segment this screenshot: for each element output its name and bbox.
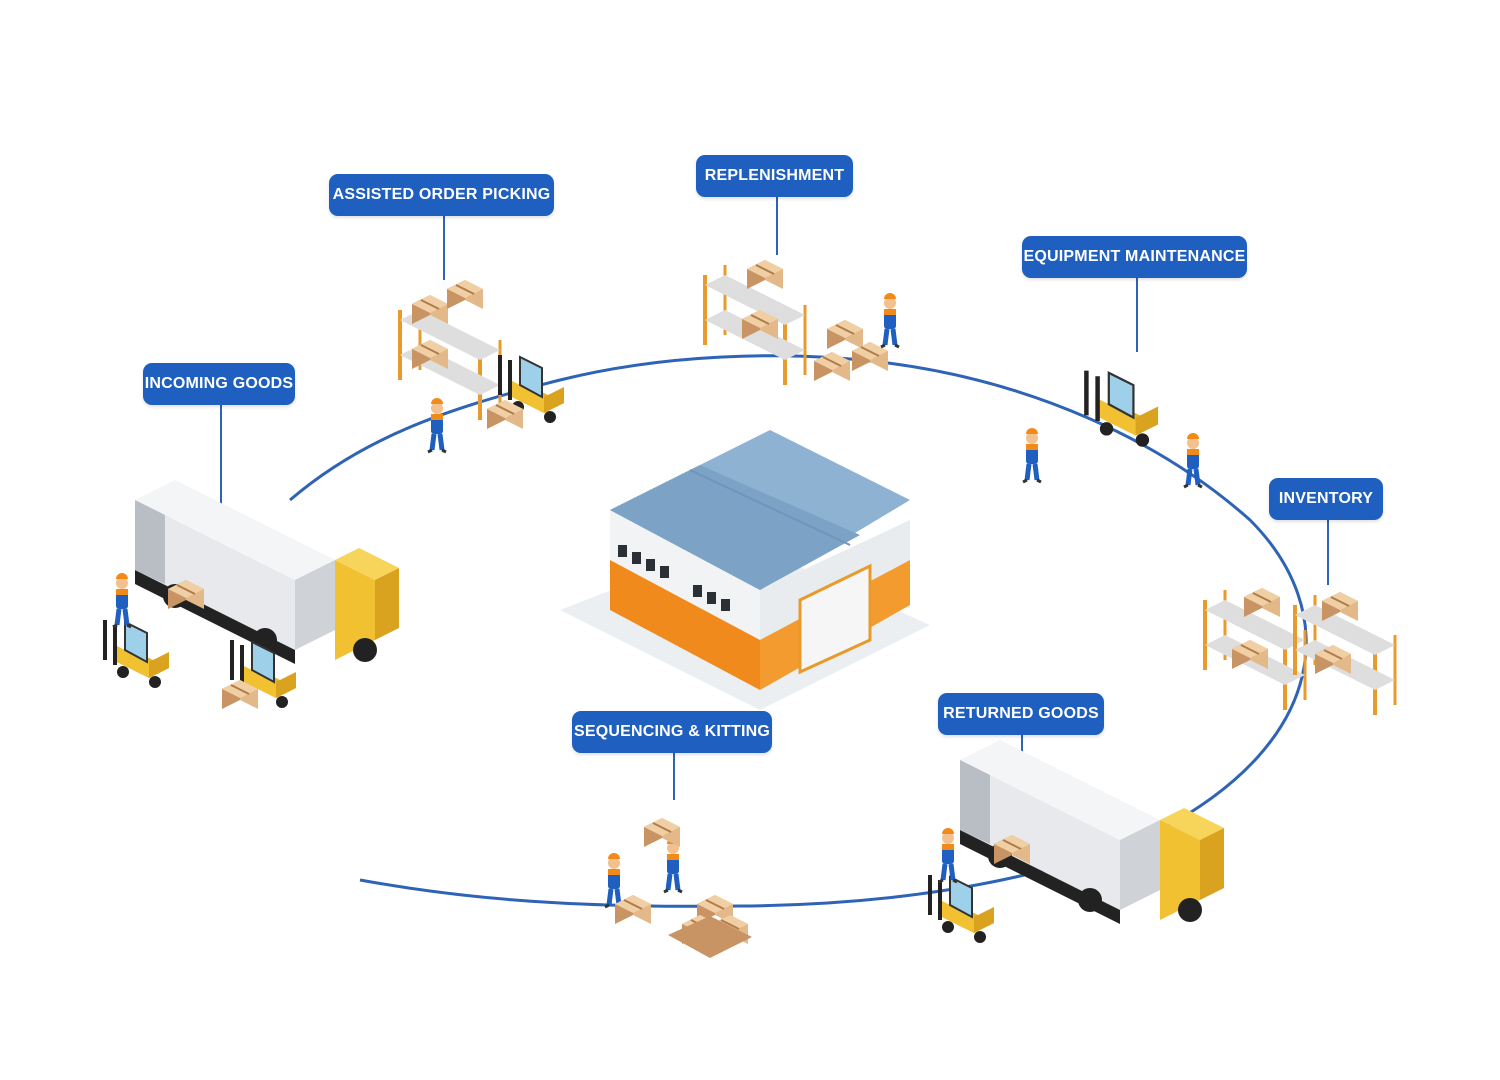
label-replenishment: REPLENISHMENT: [696, 155, 853, 197]
shelf-forklift-icon: [398, 279, 566, 452]
shelving-icon: [1203, 587, 1397, 717]
warehouse-building-icon: [560, 430, 930, 710]
returned-truck-icon: [928, 740, 1224, 945]
forklift-workers-icon: [1023, 371, 1202, 487]
workers-boxes-icon: [605, 817, 752, 958]
label-inventory: INVENTORY: [1269, 478, 1383, 520]
label-incoming-goods: INCOMING GOODS: [143, 363, 295, 405]
label-returned-goods: RETURNED GOODS: [938, 693, 1104, 735]
label-sequencing-kitting: SEQUENCING & KITTING: [572, 711, 772, 753]
label-equipment-maintenance: EQUIPMENT MAINTENANCE: [1022, 236, 1247, 278]
shelf-boxes-icon: [703, 259, 899, 387]
delivery-truck-icon: [103, 480, 399, 710]
label-assisted-order-picking: ASSISTED ORDER PICKING: [329, 174, 554, 216]
process-loop-line: [289, 354, 1308, 908]
